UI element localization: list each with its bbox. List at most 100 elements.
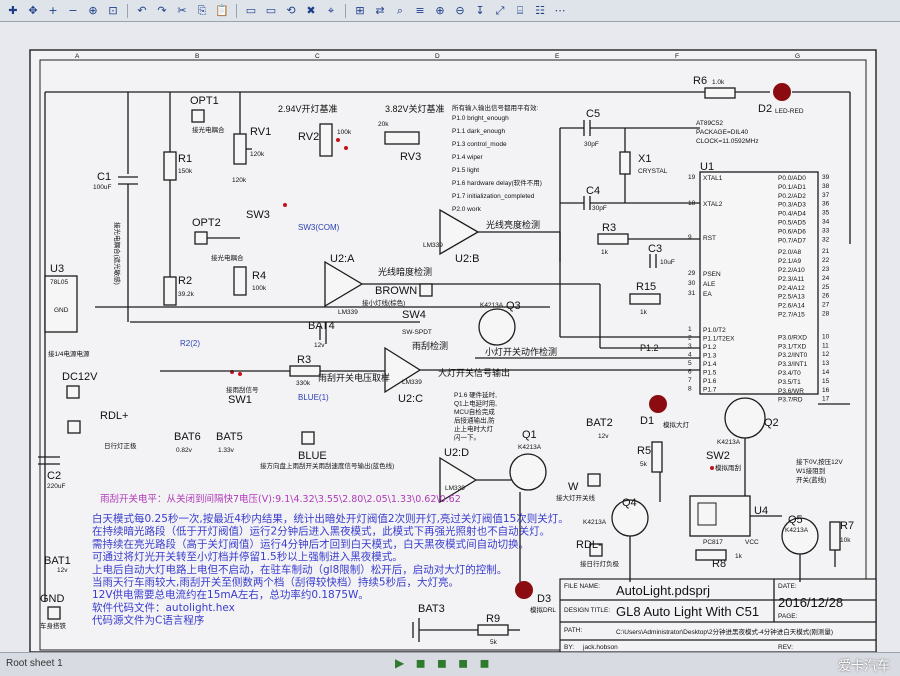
svg-text:100k: 100k (337, 129, 352, 136)
u1-pin-right-name: P0.7/AD7 (778, 237, 806, 244)
svg-text:330k: 330k (296, 380, 311, 387)
u1-pin-left-number: 9 (688, 234, 692, 241)
zoom-area-button[interactable]: ⊡ (108, 3, 118, 17)
redo-button[interactable]: ↷ (157, 3, 167, 17)
u2d-comparator: U2:D LM339 大灯开关信号输出 (438, 367, 520, 504)
status-icons: ▶ ◼ ◼ ◼ ◼ (395, 656, 494, 670)
bat2-battery: BAT2 12v (586, 417, 613, 440)
r5-resistor: R5 5k (637, 441, 663, 473)
sw3-switch[interactable]: SW3 SW3(COM) (246, 203, 340, 232)
operating-note-line: 当雨天行车雨较大,雨刮开关至侧数两个档（刮得较快档）持续5秒后，大灯亮。 (92, 576, 459, 589)
svg-text:SW2: SW2 (706, 450, 730, 462)
undo-button[interactable]: ↶ (137, 3, 147, 17)
svg-text:K4213A: K4213A (583, 519, 607, 526)
u1-pin-left-number: 5 (688, 360, 692, 367)
search-button[interactable]: ⌕ (396, 3, 404, 17)
svg-text:OPT1: OPT1 (190, 95, 219, 107)
zoom-out-button[interactable]: − (68, 3, 78, 17)
u2b-comparator: U2:B LM339 光线亮度检测 (423, 208, 560, 265)
u1-pin-left-name: P1.3 (703, 353, 717, 360)
bom-button[interactable]: ☷ (535, 3, 545, 17)
paste-button[interactable]: 📋 (215, 3, 229, 17)
u1-pin-right-number: 34 (822, 219, 830, 226)
svg-text:C4: C4 (586, 185, 600, 197)
svg-text:C5: C5 (586, 108, 600, 120)
p16-note-line: P1.6 硬件延时, (454, 390, 497, 399)
u1-pin-right-name: P2.7/A15 (778, 312, 805, 319)
svg-text:Q2: Q2 (764, 417, 779, 429)
block-delete-button[interactable]: ✖ (306, 3, 316, 17)
rv1-pot[interactable]: RV1 120k 120k (232, 92, 271, 184)
svg-text:DESIGN TITLE:: DESIGN TITLE: (564, 607, 610, 614)
io-list-item: P1.5 light (452, 167, 479, 174)
zoom-in-button[interactable]: + (48, 3, 58, 17)
block-move-button[interactable]: ▭ (265, 3, 277, 17)
operating-note-line: 12V供电需要总电流约在15mA左右，总功率约0.1875W。 (92, 588, 369, 601)
p16-note-line: MCU自检完成 (454, 407, 495, 416)
svg-text:大灯开关信号输出: 大灯开关信号输出 (438, 367, 510, 378)
copy-button[interactable]: ⎘ (197, 3, 207, 17)
tag-button[interactable]: ⊞ (355, 3, 365, 17)
svg-text:100uF: 100uF (93, 184, 111, 191)
svg-text:RDL+: RDL+ (100, 410, 128, 422)
svg-text:PATH:: PATH: (564, 627, 582, 634)
svg-text:K4213A: K4213A (480, 302, 504, 309)
p16-note: P1.6 硬件延时,Q1上电延时用,MCU自检完成后接通输出,防止上电时大灯闪一… (454, 390, 497, 442)
svg-text:10k: 10k (840, 537, 851, 544)
u1-pin-right-name: P0.6/AD6 (778, 228, 806, 235)
operating-note-line: 白天模式每0.25秒一次,按最近4秒内结果，统计出暗处开灯阀值2次则开灯,亮过关… (92, 512, 569, 525)
rv3-pot[interactable] (384, 131, 420, 145)
property-button[interactable]: ≡ (415, 3, 425, 17)
p16-note-line: Q1上电延时用, (454, 399, 497, 408)
svg-text:C2: C2 (47, 470, 61, 482)
dc12v-connector[interactable] (66, 385, 80, 399)
netlist-button[interactable]: ⋯ (554, 3, 566, 17)
design-explorer-button[interactable]: ⌸ (516, 3, 524, 17)
r2-net: R2(2) (180, 339, 200, 348)
block-rotate-button[interactable]: ⟲ (286, 3, 296, 17)
rv2-pot[interactable] (319, 123, 333, 157)
power-rails (44, 91, 620, 602)
block-copy-button[interactable]: ▭ (245, 3, 257, 17)
auto-route-button[interactable]: ⇄ (375, 3, 385, 17)
u1-pin-left-number: 18 (688, 200, 696, 207)
svg-text:Q3: Q3 (506, 300, 521, 312)
remove-sheet-button[interactable]: ⊖ (455, 3, 465, 17)
u1-pin-right-name: P3.7/RD (778, 397, 803, 404)
goto-child-button[interactable]: ↧ (475, 3, 485, 17)
svg-text:K4213A: K4213A (717, 439, 741, 446)
svg-text:CLOCK=11.0592MHz: CLOCK=11.0592MHz (696, 138, 759, 145)
svg-text:12v: 12v (598, 433, 609, 440)
zoom-all-button[interactable]: ⊕ (88, 3, 98, 17)
sw1-switch[interactable]: SW1 接雨刮信号 (226, 370, 259, 406)
svg-text:K4213A: K4213A (785, 527, 809, 534)
zoom-to-selection-button[interactable]: ⤢ (495, 3, 505, 17)
u1-pin-right-name: P0.1/AD1 (778, 184, 806, 191)
u1-pin-right-name: P0.3/AD3 (778, 202, 806, 209)
cut-button[interactable]: ✂ (177, 3, 187, 17)
u1-pin-left-name: P1.5 (703, 370, 717, 377)
grid-letter-top: B (195, 53, 199, 60)
opt1-sensor: OPT1 接光电耦合 R1 150k R2 39.2k 接光电耦合(遮光敏感) (113, 92, 225, 306)
svg-text:光线亮度检测: 光线亮度检测 (486, 219, 540, 230)
add-button[interactable]: ✚ (8, 3, 18, 17)
sw4-switch[interactable]: SW4 SW-SPDT (402, 309, 432, 336)
svg-text:接光电耦合: 接光电耦合 (192, 125, 225, 134)
operating-note-line: 代码源文件为C语言程序 (92, 614, 204, 627)
new-sheet-button[interactable]: ⊕ (435, 3, 445, 17)
pick-button[interactable]: ⌖ (327, 3, 335, 17)
pan-button[interactable]: ✥ (28, 3, 38, 17)
svg-text:30pF: 30pF (592, 205, 607, 212)
u1-pin-left-name: XTAL1 (703, 175, 723, 182)
svg-text:2.94V开灯基准: 2.94V开灯基准 (278, 103, 338, 114)
svg-text:U2:D: U2:D (444, 447, 469, 459)
io-list-item: P1.4 wiper (452, 154, 484, 161)
u1-pin-left-name: XTAL2 (703, 201, 723, 208)
svg-text:C1: C1 (97, 171, 111, 183)
svg-text:车身搭铁: 车身搭铁 (40, 621, 67, 630)
r3-resistor: R3 330k 雨刮开关电压取样 (160, 354, 390, 387)
grid-letter-top: A (75, 53, 80, 60)
